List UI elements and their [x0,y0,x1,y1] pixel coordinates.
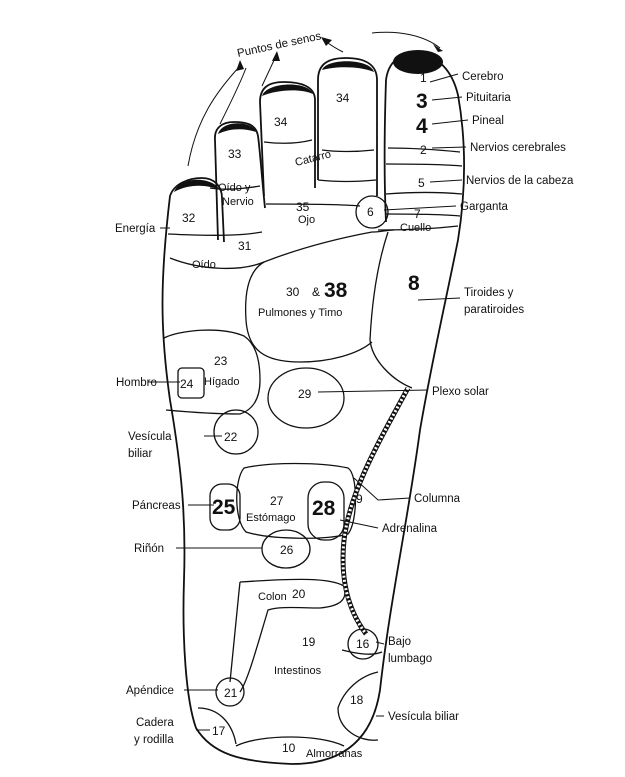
number-32: 32 [182,211,196,225]
zone-pulmones: Pulmones y Timo [258,307,342,319]
spine-column-dots [341,387,410,635]
number-21: 21 [224,686,238,700]
number-6: 6 [367,205,374,219]
label-vesicula-line1: Vesícula [128,431,172,443]
number-22: 22 [224,430,238,444]
zone-almorranas: Almorranas [306,748,363,760]
number-16: 16 [356,637,370,651]
number-18: 18 [350,693,364,707]
zone-cuello: Cuello [400,222,431,234]
zone-intestinos: Intestinos [274,665,322,677]
label-nervios-cabeza: Nervios de la cabeza [466,175,574,187]
zone-colon: Colon [258,591,287,603]
number-26: 26 [280,543,294,557]
label-hombro: Hombro [116,377,157,389]
number-29: 29 [298,387,312,401]
sinus-arrows [187,31,443,167]
label-rinon: Riñón [134,543,164,555]
spine-column [340,386,411,636]
number-34-third-toe: 34 [274,115,288,129]
label-pituitaria: Pituitaria [466,92,511,104]
leader-lines-left [148,227,262,731]
label-vesicula-line2: biliar [128,448,152,460]
number-10: 10 [282,741,296,755]
foot-outline [161,52,465,765]
label-tiroides-line1: Tiroides y [464,287,514,299]
number-30-ampersand: & [312,285,320,299]
zone-higado: Hígado [204,376,239,388]
label-tiroides-line2: paratiroides [464,304,524,316]
label-energia: Energía [115,223,156,235]
label-cadera-line1: Cadera [136,717,174,729]
zone-oido-nervio-line1: Oído y [218,182,251,194]
label-pineal: Pineal [472,115,504,127]
number-27: 27 [270,494,284,508]
number-30: 30 [286,285,300,299]
zone-catarro: Catarro [294,148,333,169]
zone-oido: Oído [192,259,216,271]
label-garganta: Garganta [460,201,509,213]
label-cerebro: Cerebro [462,71,504,83]
number-25: 25 [212,496,236,519]
label-columna: Columna [414,493,461,505]
number-38: 38 [324,279,348,302]
zone-oido-nervio-line2: Nervio [222,196,254,208]
number-8: 8 [408,272,420,295]
label-vesicula-biliar-right: Vesícula biliar [388,711,459,723]
label-bajo-lumbago-line1: Bajo [388,636,411,648]
number-20: 20 [292,587,306,601]
number-23: 23 [214,354,228,368]
label-adrenalina: Adrenalina [382,523,438,535]
number-28: 28 [312,497,336,520]
label-plexo-solar: Plexo solar [432,386,489,398]
label-bajo-lumbago-line2: lumbago [388,653,432,665]
toe-third [259,81,316,197]
zone-lines [163,139,463,747]
number-17: 17 [212,724,226,738]
number-1: 1 [420,71,427,85]
sinus-points-label: Puntos de senos [236,30,323,60]
number-31: 31 [238,239,252,253]
leader-lines-right [317,73,469,717]
zone-ojo: Ojo [298,214,315,226]
zone-estomago: Estómago [246,512,296,524]
number-9: 9 [356,492,363,506]
label-pancreas: Páncreas [132,500,181,512]
number-19: 19 [302,635,316,649]
label-cadera-line2: y rodilla [134,734,174,746]
number-35: 35 [296,200,310,214]
number-7: 7 [414,207,421,221]
number-3: 3 [416,90,428,113]
label-nervios-cerebrales: Nervios cerebrales [470,142,566,154]
number-4: 4 [416,115,428,138]
toe-big [383,50,443,223]
toe-second [317,57,378,196]
toe-little [169,177,225,243]
number-24: 24 [180,377,194,391]
number-33: 33 [228,147,242,161]
label-apendice: Apéndice [126,685,174,697]
number-2: 2 [420,143,427,157]
number-5: 5 [418,176,425,190]
toe-fourth [214,121,266,241]
number-34-second-toe: 34 [336,91,350,105]
